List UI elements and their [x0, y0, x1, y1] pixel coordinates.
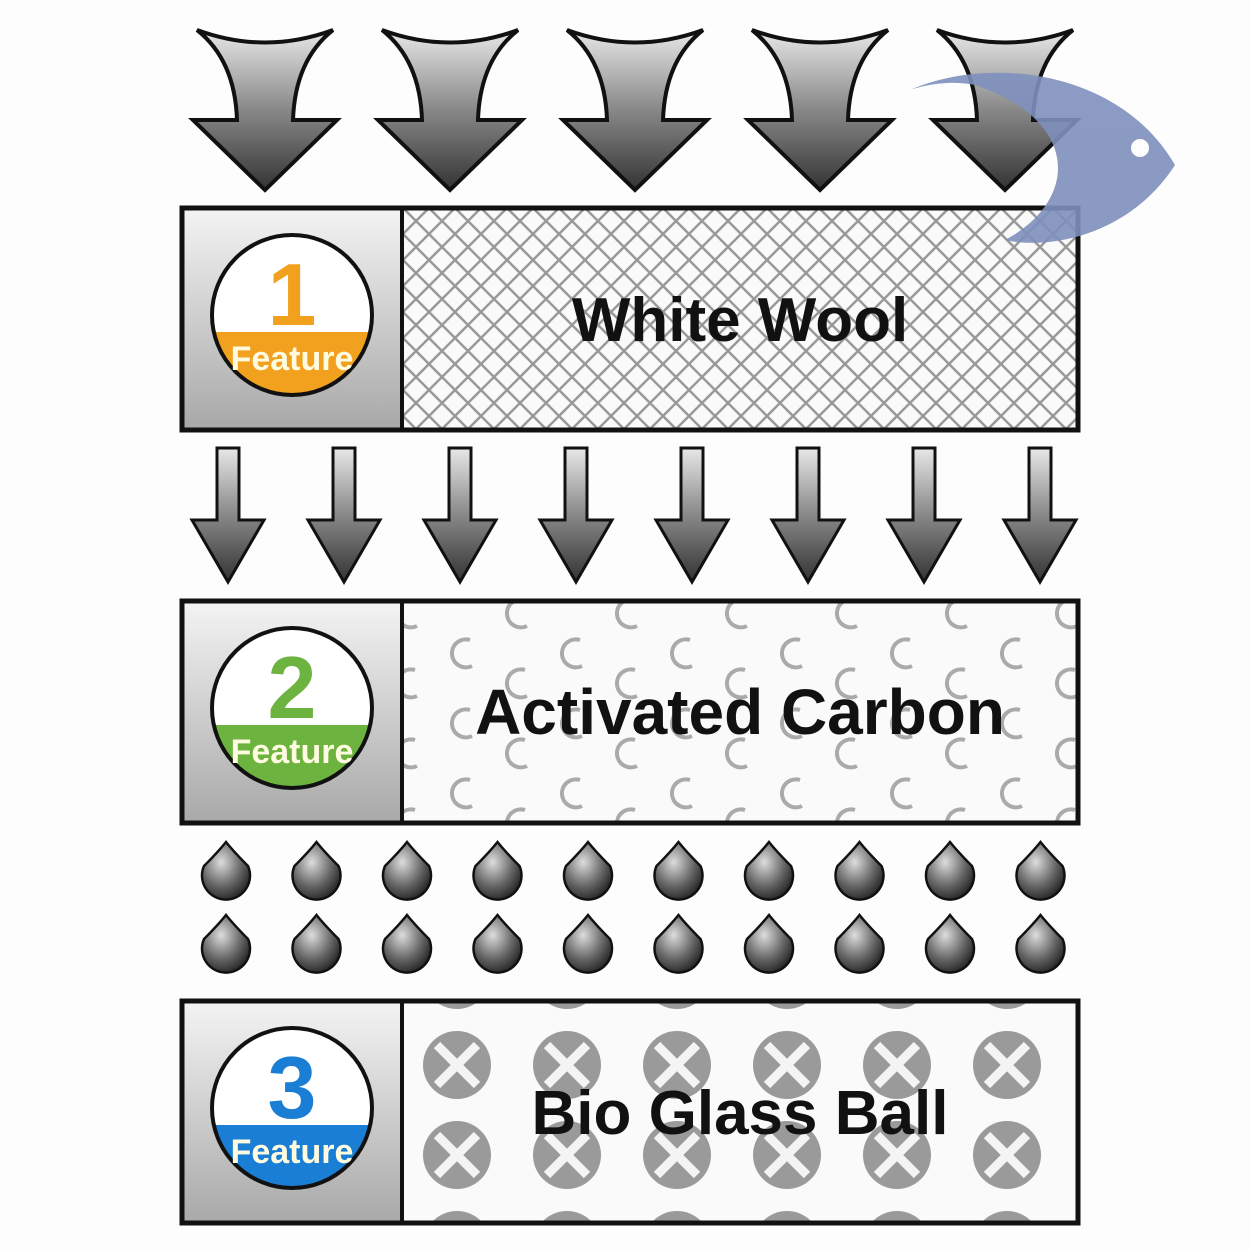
water-drop-icon — [472, 912, 523, 974]
media-pattern — [402, 208, 1078, 430]
layer-name: White Wool — [572, 286, 908, 355]
large-arrows-row — [188, 28, 1082, 193]
water-drop-icon — [834, 912, 885, 974]
water-drop-icon — [291, 839, 342, 901]
down-arrow-icon — [653, 446, 731, 585]
layer-frame — [179, 205, 1081, 433]
down-arrow-icon — [1001, 446, 1079, 585]
water-drop-icon — [924, 912, 976, 974]
water-drop-icon — [562, 912, 614, 974]
water-drop-icon — [924, 839, 976, 901]
badge-label: Feature — [231, 733, 354, 771]
water-drop-icon — [200, 839, 252, 901]
down-arrow-icon — [537, 446, 615, 585]
badge-number: 2 — [268, 638, 317, 737]
water-drop-icon — [381, 839, 433, 901]
badge-label: Feature — [231, 340, 354, 378]
water-drop-icon — [1015, 839, 1066, 901]
down-arrow-icon — [421, 446, 499, 585]
down-arrow-icon — [769, 446, 847, 585]
layer-frame — [179, 598, 1081, 826]
fish-icon — [910, 72, 1175, 243]
down-arrow-icon — [373, 28, 527, 193]
water-drop-icon — [743, 839, 795, 901]
down-arrow-icon — [189, 446, 267, 585]
down-arrow-icon — [188, 28, 342, 193]
water-drop-icon — [200, 912, 252, 974]
badge-number: 3 — [268, 1038, 317, 1137]
down-arrow-icon — [305, 446, 383, 585]
water-drop-icon — [472, 839, 523, 901]
layer-name: Activated Carbon — [475, 676, 1005, 748]
layer-name: Bio Glass Ball — [532, 1079, 949, 1148]
water-drop-icon — [653, 912, 704, 974]
water-drops — [200, 839, 1066, 974]
water-drop-icon — [381, 912, 433, 974]
badge-number: 1 — [268, 245, 317, 344]
badge-label: Feature — [231, 1133, 354, 1171]
water-drop-icon — [653, 839, 704, 901]
water-drop-icon — [291, 912, 342, 974]
media-pattern — [402, 1001, 1078, 1223]
layer-frame — [179, 998, 1081, 1226]
down-arrow-icon — [558, 28, 712, 193]
down-arrow-icon — [885, 446, 963, 585]
media-pattern — [402, 601, 1078, 823]
water-drop-icon — [834, 839, 885, 901]
down-arrow-icon — [743, 28, 897, 193]
water-drop-icon — [1015, 912, 1066, 974]
water-drop-icon — [743, 912, 795, 974]
water-drop-icon — [562, 839, 614, 901]
small-arrows-row — [189, 446, 1079, 585]
